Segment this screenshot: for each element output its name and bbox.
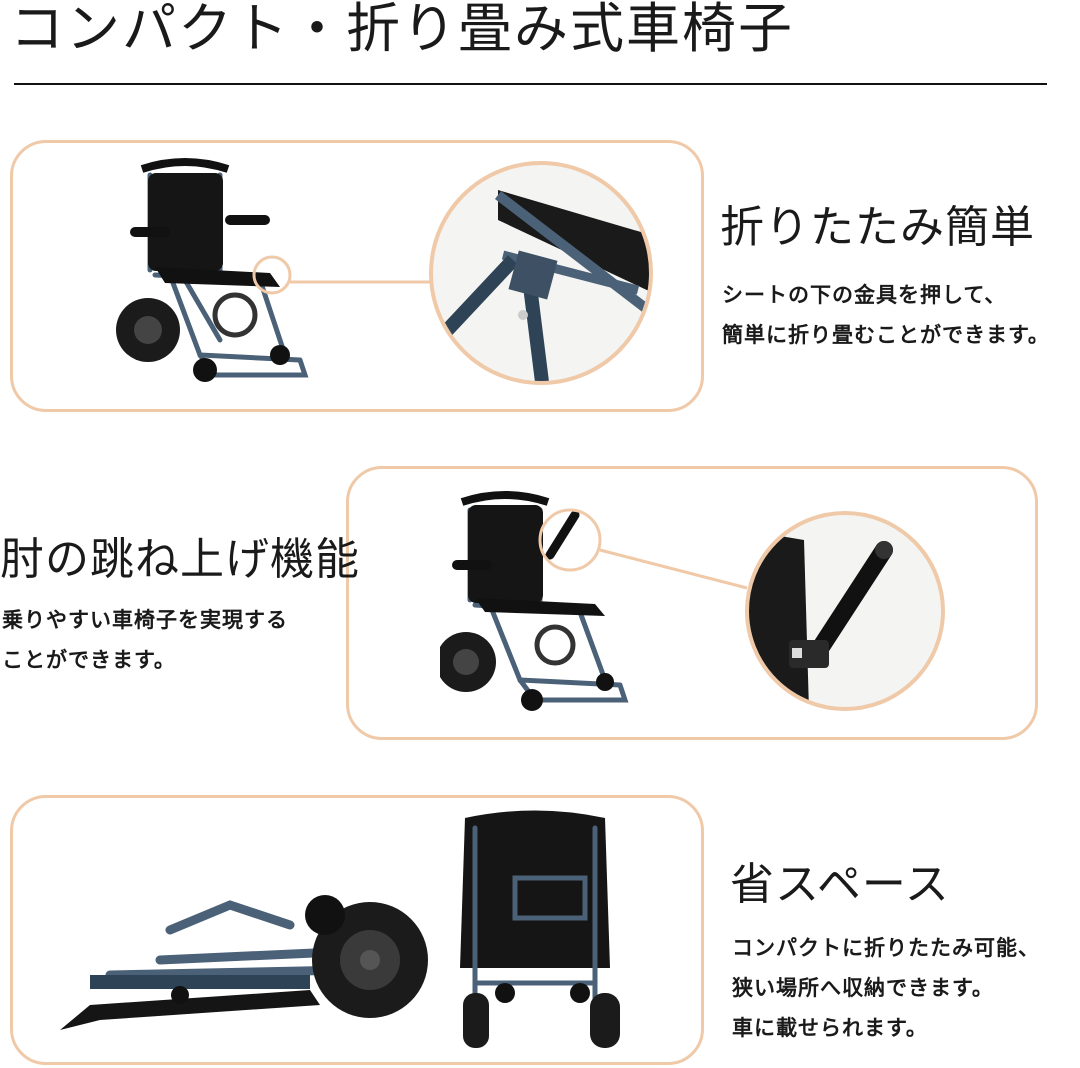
description-line: ことができます。 bbox=[2, 648, 176, 672]
feature-description-armrest: 乗りやすい車椅子を実現する ことができます。 bbox=[2, 600, 288, 680]
folded-wheelchair-side-image bbox=[50, 880, 430, 1040]
feature-description-space-saving: コンパクトに折りたたみ可能、 狭い場所へ収納できます。 車に載せられます。 bbox=[732, 928, 1040, 1048]
feature-heading-space-saving: 省スペース bbox=[730, 859, 950, 910]
folded-wheelchair-front-image bbox=[455, 808, 635, 1053]
description-line: コンパクトに折りたたみ可能、 bbox=[732, 936, 1040, 960]
description-line: 乗りやすい車椅子を実現する bbox=[2, 608, 288, 632]
page-title: コンパクト・折り畳み式車椅子 bbox=[10, 0, 794, 60]
folding-hinge-closeup-image bbox=[428, 160, 654, 386]
description-line: 簡単に折り畳むことができます。 bbox=[722, 323, 1050, 347]
zoom-callout-connector bbox=[250, 250, 450, 310]
feature-heading-folding: 折りたたみ簡単 bbox=[720, 202, 1035, 253]
wheelchair-image bbox=[110, 155, 330, 395]
description-line: シートの下の金具を押して、 bbox=[722, 283, 1007, 307]
armrest-closeup-image bbox=[744, 510, 946, 712]
description-line: 車に載せられます。 bbox=[732, 1016, 928, 1040]
feature-panel-folding bbox=[10, 140, 704, 412]
description-line: 狭い場所へ収納できます。 bbox=[732, 976, 994, 1000]
feature-description-folding: シートの下の金具を押して、 簡単に折り畳むことができます。 bbox=[722, 275, 1050, 355]
feature-panel-space-saving bbox=[10, 795, 704, 1065]
feature-panel-armrest bbox=[346, 466, 1038, 740]
title-divider bbox=[14, 83, 1047, 85]
wheelchair-armrest-raised-image bbox=[440, 490, 650, 720]
feature-heading-armrest: 肘の跳ね上げ機能 bbox=[0, 534, 360, 585]
zoom-callout-connector bbox=[535, 500, 750, 600]
